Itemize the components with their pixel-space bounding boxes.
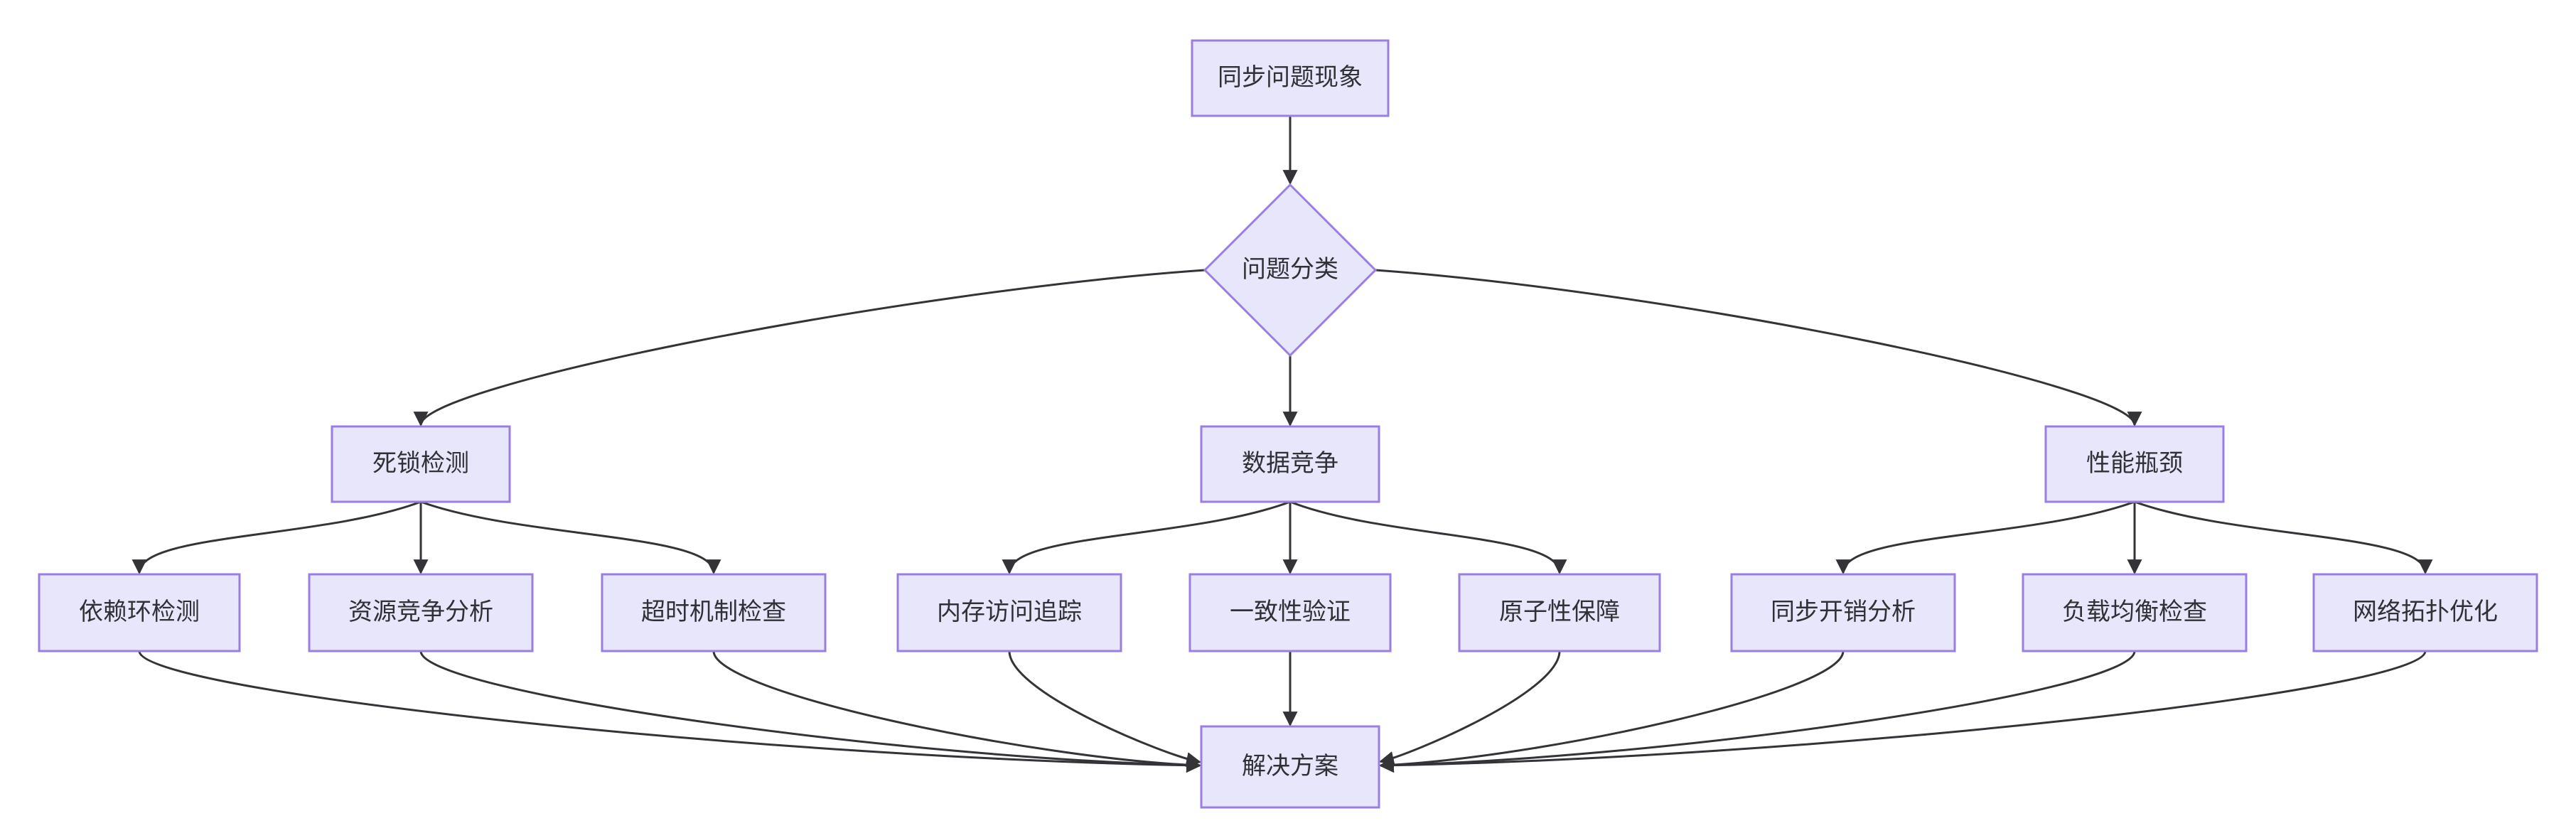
node-label-start: 同步问题现象	[1218, 64, 1363, 91]
node-leaf2[interactable]: 资源竞争分析	[308, 573, 534, 652]
node-leaf6[interactable]: 原子性保障	[1458, 573, 1661, 652]
edge-leaf4-to-end	[1008, 650, 1202, 767]
node-label-leaf6: 原子性保障	[1499, 598, 1620, 625]
edge-leaf2-to-end	[419, 650, 1202, 773]
node-shape-rect	[1200, 725, 1380, 809]
node-label-leaf2: 资源竞争分析	[348, 598, 493, 625]
edge-cat2-to-leaf4	[1002, 500, 1291, 575]
edge-leaf6-to-end	[1378, 650, 1561, 766]
node-end[interactable]: 解决方案	[1200, 725, 1380, 809]
node-shape-rect	[896, 573, 1122, 652]
node-label-leaf1: 依赖环检测	[79, 598, 200, 625]
edge-cat2-to-leaf6	[1289, 500, 1567, 575]
node-label-decide: 问题分类	[1242, 256, 1338, 283]
node-start[interactable]: 同步问题现象	[1191, 39, 1390, 117]
edge-leaf3-to-end	[712, 650, 1202, 773]
node-decide[interactable]: 问题分类	[1203, 183, 1378, 358]
node-cat1[interactable]: 死锁检测	[331, 425, 511, 503]
edge-decide-to-cat3	[1375, 269, 2142, 427]
node-shape-rect	[1730, 573, 1956, 652]
node-label-end: 解决方案	[1242, 753, 1338, 780]
node-label-cat2: 数据竞争	[1242, 450, 1338, 477]
node-label-leaf5: 一致性验证	[1230, 598, 1351, 625]
node-label-leaf9: 网络拓扑优化	[2353, 598, 2498, 625]
node-label-leaf3: 超时机制检查	[641, 598, 786, 625]
node-shape-diamond	[1203, 183, 1378, 358]
node-label-leaf4: 内存访问追踪	[937, 598, 1082, 625]
edge-cat1-to-leaf3	[420, 500, 721, 575]
edge-decide-to-cat1	[413, 269, 1206, 427]
node-shape-rect	[2044, 425, 2225, 503]
node-shape-rect	[601, 573, 827, 652]
edge-leaf1-to-end	[138, 650, 1202, 773]
node-shape-rect	[308, 573, 534, 652]
node-leaf3[interactable]: 超时机制检查	[601, 573, 827, 652]
node-shape-rect	[331, 425, 511, 503]
node-label-cat3: 性能瓶颈	[2086, 450, 2183, 477]
node-shape-rect	[1200, 425, 1380, 503]
node-label-cat1: 死锁检测	[372, 450, 469, 477]
node-shape-rect	[2312, 573, 2538, 652]
edge-cat3-to-leaf9	[2134, 500, 2433, 575]
node-leaf8[interactable]: 负载均衡检查	[2022, 573, 2248, 652]
edge-cat3-to-leaf7	[1835, 500, 2135, 575]
edges-layer	[132, 116, 2433, 773]
node-leaf1[interactable]: 依赖环检测	[38, 573, 241, 652]
node-label-leaf8: 负载均衡检查	[2062, 598, 2207, 625]
node-shape-rect	[1188, 573, 1392, 652]
node-cat2[interactable]: 数据竞争	[1200, 425, 1380, 503]
node-leaf7[interactable]: 同步开销分析	[1730, 573, 1956, 652]
edge-leaf9-to-end	[1378, 650, 2427, 773]
edge-leaf7-to-end	[1378, 650, 1845, 773]
edge-cat1-to-leaf1	[132, 500, 422, 575]
node-cat3[interactable]: 性能瓶颈	[2044, 425, 2225, 503]
node-shape-rect	[2022, 573, 2248, 652]
node-shape-rect	[1458, 573, 1661, 652]
node-shape-rect	[1191, 39, 1390, 117]
node-leaf4[interactable]: 内存访问追踪	[896, 573, 1122, 652]
node-leaf5[interactable]: 一致性验证	[1188, 573, 1392, 652]
node-label-leaf7: 同步开销分析	[1771, 598, 1916, 625]
node-shape-rect	[38, 573, 241, 652]
edge-leaf8-to-end	[1378, 650, 2136, 773]
node-leaf9[interactable]: 网络拓扑优化	[2312, 573, 2538, 652]
